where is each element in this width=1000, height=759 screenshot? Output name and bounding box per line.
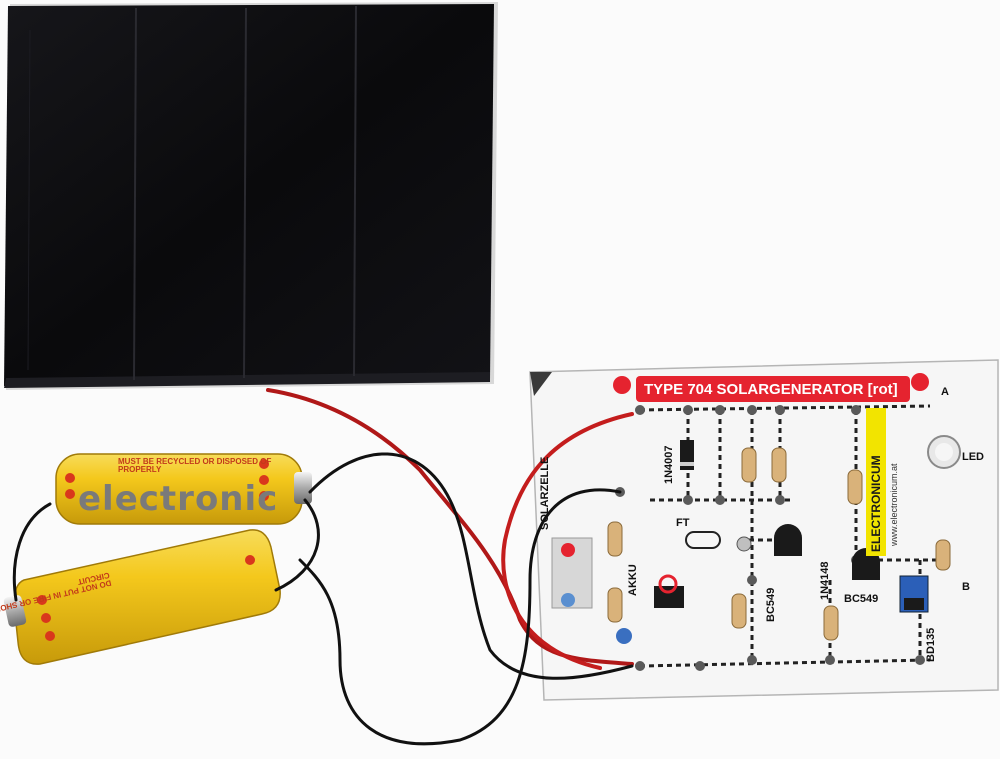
battery-brand-word: electronic <box>78 479 279 519</box>
battery-recycle-notice: MUST BE RECYCLED OR DISPOSED OF PROPERLY <box>118 457 272 474</box>
battery-top <box>55 453 312 525</box>
label-terminal-a: A <box>941 386 949 398</box>
label-terminal-b: B <box>962 581 970 593</box>
wires <box>12 388 634 746</box>
label-1n4148: 1N4148 <box>819 561 831 600</box>
label-1n4007: 1N4007 <box>663 445 675 484</box>
board-title-banner <box>636 376 910 402</box>
brand-strip <box>866 408 886 556</box>
label-led: LED <box>962 451 984 463</box>
label-bd135: BD135 <box>925 627 937 662</box>
solar-panel <box>4 2 498 390</box>
board-brand: ELECTRONICUM <box>869 455 883 552</box>
label-bc549-a: BC549 <box>765 587 777 622</box>
label-bc549-b: BC549 <box>844 593 879 605</box>
board-title: TYPE 704 SOLARGENERATOR [rot] <box>644 381 898 398</box>
board-url: www.electronicum.at <box>889 463 899 546</box>
label-solarzelle: SOLARZELLE <box>539 456 551 530</box>
label-akku: AKKU <box>627 564 639 596</box>
label-ft: FT <box>676 517 690 529</box>
